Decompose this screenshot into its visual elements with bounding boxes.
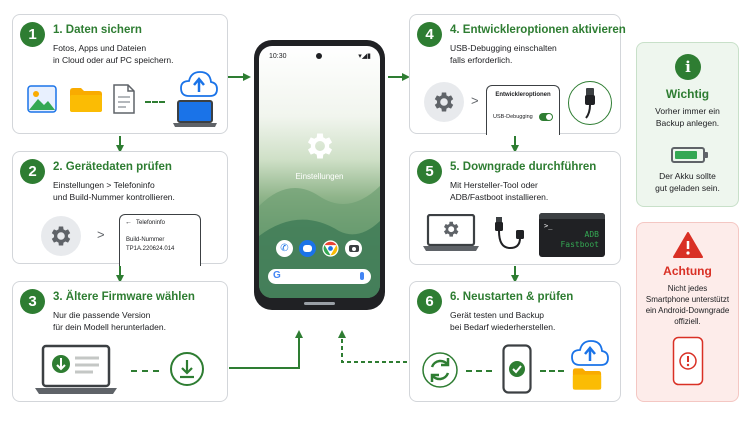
laptop-download-icon (35, 344, 117, 394)
terminal-window: >_ ADB Fastboot (539, 213, 605, 257)
gear-icon (434, 92, 454, 112)
laptop-icon (173, 100, 217, 127)
gear-icon (307, 133, 333, 159)
usb-cable-icon (585, 88, 595, 119)
step-description: Einstellungen > Telefoninfo und Build-Nu… (53, 180, 175, 202)
phone-check-icon (502, 344, 532, 394)
step-description: USB-Debugging einschalten falls erforder… (450, 43, 557, 65)
phone-screen: 10:30 ▾◢▮ Einstellungen ✆ (259, 46, 380, 298)
build-number-label: Build-Nummer (126, 237, 165, 243)
step-badge: 4 (417, 22, 442, 47)
build-number-value: TP1A.220624.014 (126, 246, 175, 252)
google-g-icon: G (273, 270, 281, 281)
laptop-settings-icon (423, 214, 479, 251)
dashed-connector (466, 370, 492, 372)
photo-icon (27, 85, 57, 113)
step-badge: 2 (20, 159, 45, 184)
arrow-3-to-phone (229, 330, 303, 369)
important-text-battery: Der Akku sollte gut geladen sein. (655, 171, 720, 193)
search-bar[interactable]: G (268, 269, 371, 284)
warning-note: Achtung Nicht jedes Smartphone unterstüt… (636, 222, 739, 402)
folder-icon (572, 368, 602, 390)
step-description: Fotos, Apps und Dateien in Cloud oder au… (53, 43, 174, 65)
download-circle-icon (170, 352, 204, 386)
usb-cable-badge (568, 81, 612, 125)
restart-icon (422, 352, 458, 388)
step-title: 6. Neustarten & prüfen (450, 291, 574, 303)
phone-header: Telefoninfo (136, 220, 166, 226)
step-4-card: 4 4. Entwickleroptionen aktivieren USB-D… (409, 14, 626, 135)
step-title: 5. Downgrade durchführen (450, 161, 597, 173)
step-badge: 5 (417, 159, 442, 184)
step-2-card: 2 2. Gerätedaten prüfen Einstellungen > … (12, 151, 228, 266)
cloud-upload-icon (180, 71, 218, 97)
terminal-titlebar (539, 213, 605, 219)
terminal-prompt: >_ (544, 222, 553, 230)
phone-header: Entwickleroptionen (495, 92, 551, 98)
important-text-backup: Vorher immer ein Backup anlegen. (655, 106, 720, 128)
dashed-connector (131, 370, 159, 372)
gear-icon (51, 226, 71, 246)
step-5-card: 5 5. Downgrade durchführen Mit Herstelle… (409, 151, 621, 265)
phone-alert-icon (672, 336, 704, 386)
center-phone: 10:30 ▾◢▮ Einstellungen ✆ (254, 40, 385, 310)
step-badge: 1 (20, 22, 45, 47)
phone-app-icon[interactable]: ✆ (276, 240, 293, 257)
warning-text: Nicht jedes Smartphone unterstützt ein A… (645, 284, 730, 326)
status-icons: ▾◢▮ (358, 53, 371, 60)
step-badge: 3 (20, 289, 45, 314)
step-6-card: 6 6. Neustarten & prüfen Gerät testen un… (409, 281, 621, 402)
dashed-connector (145, 101, 165, 103)
chevron-right-icon: > (97, 227, 105, 242)
settings-gear (41, 216, 81, 256)
chrome-app-icon[interactable] (322, 240, 339, 257)
settings-label: Einstellungen (295, 172, 344, 181)
step-3-card: 3 3. Ältere Firmware wählen Nur die pass… (12, 281, 228, 402)
chevron-right-icon: > (471, 93, 479, 108)
messages-app-icon[interactable] (299, 240, 316, 257)
step-title: 2. Gerätedaten prüfen (53, 161, 172, 173)
step-description: Gerät testen und Backup bei Bedarf wiede… (450, 310, 556, 332)
usb-debugging-label: USB-Debugging (493, 114, 533, 120)
important-title: Wichtig (665, 87, 710, 101)
camera-app-icon[interactable] (345, 240, 362, 257)
home-indicator[interactable] (304, 302, 335, 305)
folder-icon (70, 88, 102, 112)
info-icon: i (675, 54, 701, 80)
step-title: 3. Ältere Firmware wählen (53, 291, 195, 303)
camera-hole (316, 53, 322, 59)
document-icon (113, 84, 135, 114)
battery-icon (671, 147, 708, 163)
settings-gear (424, 82, 464, 122)
dashed-connector (540, 370, 564, 372)
arrow-6-to-phone (338, 330, 407, 363)
step-1-card: 1 1. Daten sichern Fotos, Apps und Datei… (12, 14, 228, 134)
cloud-upload-icon (571, 340, 609, 366)
step-title: 1. Daten sichern (53, 24, 142, 36)
chat-bubble-icon (303, 245, 312, 252)
important-note: i Wichtig Vorher immer ein Backup anlege… (636, 42, 739, 207)
phone-about-screen: ← Telefoninfo Build-Nummer TP1A.220624.0… (119, 214, 201, 266)
step-badge: 6 (417, 289, 442, 314)
usb-cable-icon (495, 217, 524, 250)
usb-debugging-toggle[interactable] (539, 113, 553, 121)
step-description: Nur die passende Version für dein Modell… (53, 310, 166, 332)
status-time: 10:30 (269, 53, 287, 60)
warning-triangle-icon (673, 232, 703, 258)
step-description: Mit Hersteller-Tool oder ADB/Fastboot in… (450, 180, 549, 202)
back-arrow-icon: ← (125, 219, 132, 226)
mic-icon (360, 272, 364, 280)
step-title: 4. Entwickleroptionen aktivieren (450, 24, 626, 36)
warning-title: Achtung (663, 264, 712, 278)
phone-developer-screen: Entwickleroptionen USB-Debugging (486, 85, 560, 135)
terminal-text: ADB Fastboot (560, 230, 599, 249)
camera-icon (348, 245, 359, 252)
